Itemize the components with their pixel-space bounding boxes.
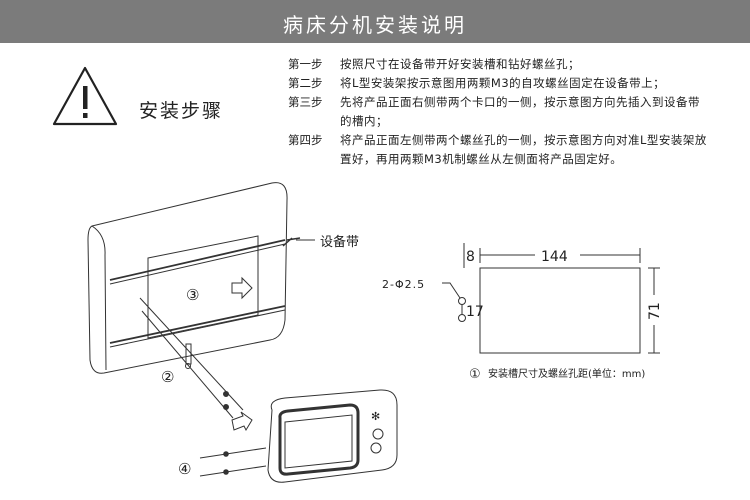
step-text: 按照尺寸在设备带开好安装槽和钻好螺丝孔； <box>340 57 580 71</box>
offset-dimension: 8 <box>466 249 475 265</box>
step-text: 将产品正面左侧带两个螺丝孔的一侧，按示意图方向对准L型安装架放置好，再用两颗M3… <box>340 133 707 166</box>
step-label: 第三步 <box>288 95 323 109</box>
step-label: 第四步 <box>288 133 323 147</box>
hole-spec-label: 2-Φ2.5 <box>382 278 425 291</box>
header-bar: 病床分机安装说明 <box>0 0 750 43</box>
step-3-marker: ③ <box>186 286 199 304</box>
cutout-dimension-drawing <box>442 243 660 354</box>
step-item: 第一步 按照尺寸在设备带开好安装槽和钻好螺丝孔； <box>288 55 710 74</box>
section-title: 安装步骤 <box>139 100 224 122</box>
step-text: 先将产品正面右侧带两个卡口的一侧，按示意图方向先插入到设备带的槽内； <box>340 95 700 128</box>
step-4-marker: ④ <box>178 460 191 478</box>
step-label: 第一步 <box>288 57 323 71</box>
caption-marker: ① <box>469 367 481 382</box>
bedside-unit-drawing: ✻ <box>199 389 398 483</box>
cutout-caption: 安装槽尺寸及螺丝孔距(单位：mm) <box>488 367 645 380</box>
step-item: 第三步 先将产品正面右侧带两个卡口的一侧，按示意图方向先插入到设备带的槽内； <box>288 93 710 131</box>
step-label: 第二步 <box>288 76 323 90</box>
step-2-marker: ② <box>161 368 174 386</box>
page-title: 病床分机安装说明 <box>283 13 467 37</box>
warning-icon <box>52 66 118 126</box>
step-text: 将L型安装架按示意图用两颗M3的自攻螺丝固定在设备带上； <box>340 76 666 90</box>
svg-text:✻: ✻ <box>371 410 380 423</box>
equipment-band-label: 设备带 <box>320 234 359 250</box>
install-steps: 第一步 按照尺寸在设备带开好安装槽和钻好螺丝孔； 第二步 将L型安装架按示意图用… <box>288 55 710 169</box>
height-dimension: 71 <box>647 302 663 320</box>
hole-spacing-dimension: 17 <box>466 304 484 320</box>
width-dimension: 144 <box>541 249 568 265</box>
step-item: 第二步 将L型安装架按示意图用两颗M3的自攻螺丝固定在设备带上； <box>288 74 710 93</box>
step-item: 第四步 将产品正面左侧带两个螺丝孔的一侧，按示意图方向对准L型安装架放置好，再用… <box>288 131 710 169</box>
equipment-band-drawing <box>87 182 315 432</box>
